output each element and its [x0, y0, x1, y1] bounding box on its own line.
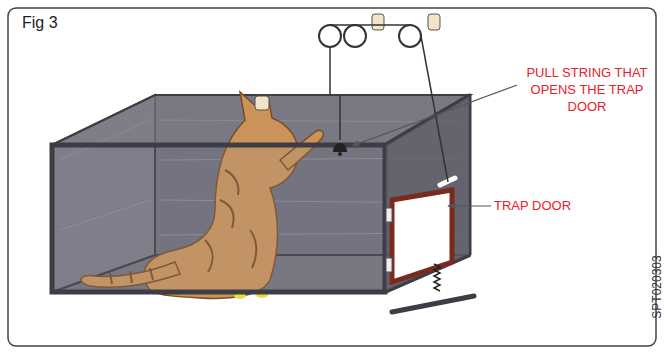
- ground-lever: [392, 296, 474, 312]
- door-hinge: [386, 258, 392, 272]
- figure-frame: [8, 8, 656, 346]
- pulley-mount: [255, 96, 269, 110]
- callout-text: PULL STRING THAT OPENS THE TRAP DOOR: [520, 64, 654, 115]
- door-hinge: [386, 208, 392, 222]
- string-bell: [333, 143, 347, 152]
- pulley-system: [255, 14, 448, 182]
- pull-string: [339, 95, 341, 140]
- pull-string: [330, 24, 410, 26]
- pull-string: [329, 47, 331, 95]
- texture-line: [160, 120, 460, 122]
- leader-line: [352, 85, 517, 146]
- bell-clapper: [338, 152, 342, 156]
- leader-line: [448, 205, 491, 206]
- callout-text: TRAP DOOR: [494, 198, 571, 213]
- front-frame: [52, 145, 385, 292]
- pulley-mount: [428, 14, 440, 30]
- door-spring: [434, 264, 440, 291]
- trap-door: [392, 190, 452, 282]
- right-wall: [385, 95, 470, 292]
- pulley-wheel: [344, 25, 366, 47]
- pulley-wheel: [399, 25, 421, 47]
- pull-string: [421, 36, 448, 182]
- pulley-mount: [372, 14, 384, 30]
- pulley-wheel: [319, 25, 341, 47]
- figure-code: SPT020303: [650, 242, 664, 332]
- figure-title: Fig 3: [22, 14, 58, 32]
